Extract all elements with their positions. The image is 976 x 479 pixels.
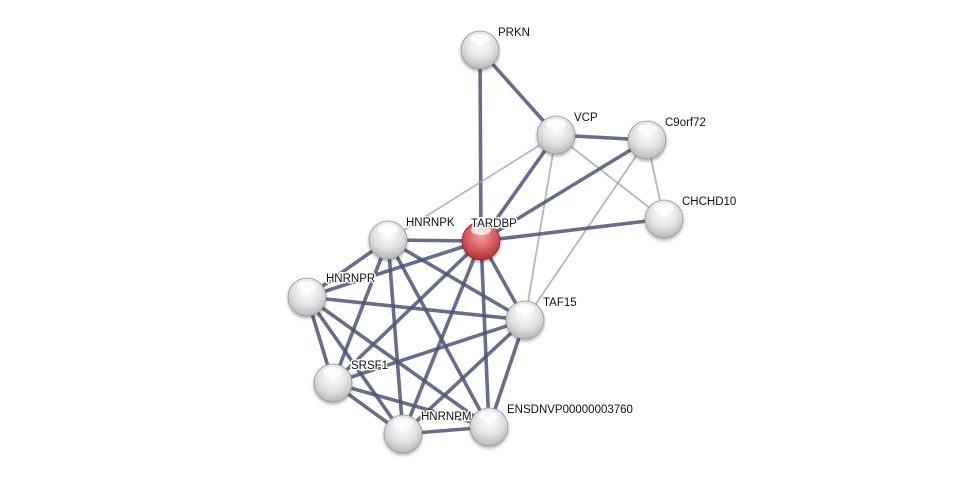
node-label[interactable]: HNRNPM bbox=[420, 410, 473, 425]
edge-tardbp-hnrnpr[interactable] bbox=[306, 239, 482, 299]
node-ensdnvp00000003760[interactable]: ENSDNVP00000003760 bbox=[469, 403, 635, 447]
node-srsf1[interactable]: SRSF1 bbox=[313, 359, 390, 403]
node-hnrnpk[interactable]: HNRNPK bbox=[368, 216, 457, 260]
edge-hnrnpm-taf15[interactable] bbox=[401, 318, 527, 436]
edge-tardbp-srsf1[interactable] bbox=[331, 239, 483, 385]
node-highlight bbox=[479, 411, 499, 421]
node-label[interactable]: HNRNPR bbox=[325, 272, 377, 287]
node-label[interactable]: SRSF1 bbox=[350, 359, 390, 374]
edge-srsf1-ensdnvp00000003760[interactable] bbox=[332, 381, 490, 429]
node-highlight bbox=[654, 203, 674, 213]
node-chchd10[interactable]: CHCHD10 bbox=[644, 195, 738, 239]
edge-c9orf72-tardbp[interactable] bbox=[480, 138, 648, 243]
node-tardbp[interactable]: TARDBP bbox=[461, 217, 519, 261]
edge-hnrnpk-taf15[interactable] bbox=[387, 238, 526, 322]
edge-srsf1-taf15[interactable] bbox=[332, 318, 526, 385]
edge-vcp-tardbp[interactable] bbox=[479, 133, 558, 243]
edge-vcp-hnrnpk[interactable] bbox=[387, 134, 557, 241]
node-highlight bbox=[297, 281, 317, 291]
node-c9orf72[interactable]: C9orf72 bbox=[627, 116, 708, 160]
node-taf15[interactable]: TAF15 bbox=[505, 296, 579, 340]
edge-chchd10-tardbp[interactable] bbox=[480, 217, 665, 243]
node-label[interactable]: PRKN bbox=[497, 26, 532, 41]
node-label[interactable]: HNRNPK bbox=[405, 216, 457, 231]
edge-hnrnpk-srsf1[interactable] bbox=[331, 239, 390, 384]
node-label[interactable]: TARDBP bbox=[470, 217, 519, 232]
node-highlight bbox=[515, 304, 535, 314]
edge-vcp-taf15[interactable] bbox=[524, 134, 557, 321]
edge-hnrnpr-taf15[interactable] bbox=[306, 295, 526, 322]
node-highlight bbox=[323, 367, 343, 377]
node-highlight bbox=[546, 119, 566, 129]
node-hnrnpr[interactable]: HNRNPR bbox=[287, 272, 377, 317]
node-label[interactable]: ENSDNVP00000003760 bbox=[506, 403, 635, 418]
edge-vcp-chchd10[interactable] bbox=[555, 134, 665, 220]
edge-hnrnpk-ensdnvp00000003760[interactable] bbox=[386, 239, 491, 428]
node-vcp[interactable]: VCP bbox=[536, 111, 600, 155]
node-hnrnpm[interactable]: HNRNPM bbox=[383, 410, 473, 454]
node-label[interactable]: C9orf72 bbox=[664, 116, 708, 131]
edge-prkn-tardbp[interactable] bbox=[478, 49, 483, 242]
node-label[interactable]: TAF15 bbox=[542, 296, 579, 311]
node-label[interactable]: VCP bbox=[573, 111, 600, 126]
node-prkn[interactable]: PRKN bbox=[460, 26, 532, 70]
node-highlight bbox=[393, 418, 413, 428]
node-highlight bbox=[378, 224, 398, 234]
node-highlight bbox=[637, 124, 657, 134]
node-highlight bbox=[470, 34, 490, 44]
edge-hnrnpr-hnrnpm[interactable] bbox=[305, 295, 405, 436]
node-highlight bbox=[471, 225, 491, 235]
node-label[interactable]: CHCHD10 bbox=[681, 195, 738, 210]
